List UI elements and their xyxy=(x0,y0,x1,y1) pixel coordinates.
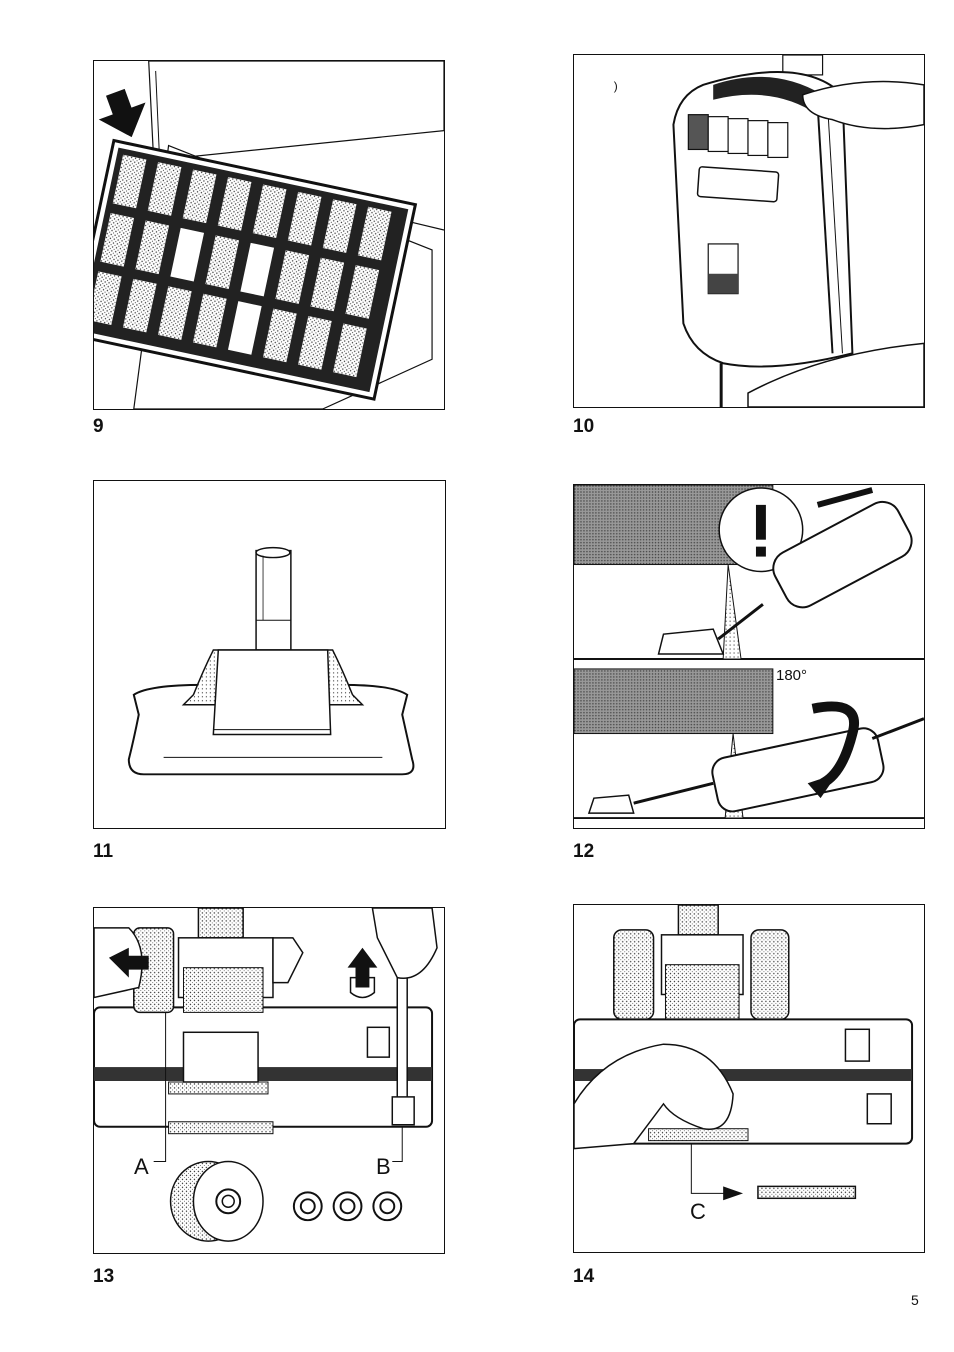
brush-roll-removal-drawing xyxy=(94,908,444,1253)
figure-10-illustration: ) xyxy=(573,54,925,408)
figure-11-illustration xyxy=(93,480,446,829)
figure-9-illustration xyxy=(93,60,445,410)
figure-9-number: 9 xyxy=(93,416,104,438)
figure-14-illustration: C xyxy=(573,904,925,1253)
floor-nozzle-drawing xyxy=(94,481,445,828)
figure-11-number: 11 xyxy=(93,841,113,863)
filter-cassette-drawing xyxy=(94,61,444,409)
appliance-lift-drawing: ) xyxy=(574,55,924,407)
part-label-c: C xyxy=(690,1199,706,1225)
figure-12-number: 12 xyxy=(573,841,594,863)
brush-strip-drawing xyxy=(574,905,924,1252)
figure-13-illustration: A B xyxy=(93,907,445,1254)
svg-text:): ) xyxy=(614,79,618,93)
figure-14-number: 14 xyxy=(573,1266,594,1288)
figure-12-illustration xyxy=(573,484,925,829)
rotation-drawing xyxy=(574,485,924,828)
part-label-a: A xyxy=(134,1154,149,1180)
rotation-angle-label: 180° xyxy=(776,667,807,684)
part-label-b: B xyxy=(376,1154,391,1180)
figure-13-number: 13 xyxy=(93,1266,114,1288)
page-number: 5 xyxy=(911,1292,919,1308)
figure-10-number: 10 xyxy=(573,416,594,438)
